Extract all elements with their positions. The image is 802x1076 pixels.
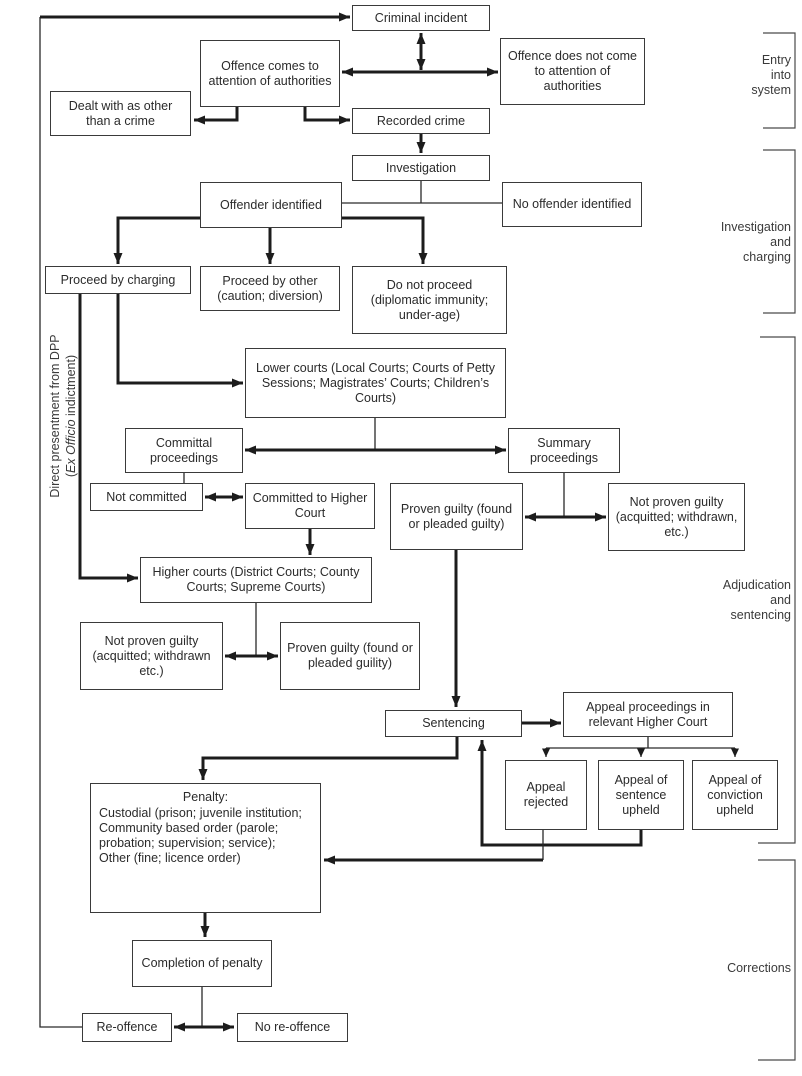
box-no-re-offence: No re-offence — [237, 1013, 348, 1042]
bracket-corrections — [758, 859, 796, 1061]
box-offender-identified: Offender identified — [200, 182, 342, 228]
box-penalty: Penalty: Custodial (prison; juvenile ins… — [90, 783, 321, 913]
box-dealt-other: Dealt with as other than a crime — [50, 91, 191, 136]
box-summary-proceedings: Summary proceedings — [508, 428, 620, 473]
penalty-title: Penalty: — [182, 790, 229, 804]
box-not-proven-summary: Not proven guilty (acquitted; withdrawn,… — [608, 483, 745, 551]
box-proceed-other: Proceed by other (caution; diversion) — [200, 266, 340, 311]
box-proceed-charging: Proceed by charging — [45, 266, 191, 294]
box-offence-no-attention: Offence does not come to attention of au… — [500, 38, 645, 105]
connector-to-proceed-charging — [113, 216, 200, 264]
section-label-entry-into-system: Entry into system — [751, 53, 791, 97]
connector-appeal-distributor — [546, 737, 735, 749]
connector-to-do-not-proceed — [342, 216, 428, 264]
box-no-offender: No offender identified — [502, 182, 642, 227]
section-label-corrections: Corrections — [727, 961, 791, 975]
section-label-adjudication-sentencing: Adjudication and sentencing — [722, 578, 791, 622]
penalty-line-other: Other (fine; licence order) — [99, 851, 241, 865]
box-offence-attention: Offence comes to attention of authoritie… — [200, 40, 340, 107]
box-appeal-proceedings: Appeal proceedings in relevant Higher Co… — [563, 692, 733, 737]
connector-reoffence-loop — [39, 17, 82, 1028]
section-label-investigation-charging: Investigation and charging — [720, 220, 791, 264]
box-investigation: Investigation — [352, 155, 490, 181]
box-not-proven-higher: Not proven guilty (acquitted; withdrawn … — [80, 622, 223, 690]
box-completion-penalty: Completion of penalty — [132, 940, 272, 987]
box-committal-proceedings: Committal proceedings — [125, 428, 243, 473]
dpp-line-2: (Ex Officio indictment) — [64, 354, 78, 478]
connector-to-dealt-other — [194, 107, 239, 125]
label-direct-presentment-dpp: Direct presentment from DPP (Ex Officio … — [47, 316, 81, 516]
dpp-line-1: Direct presentment from DPP — [48, 334, 62, 498]
box-appeal-conviction-upheld: Appeal of conviction upheld — [692, 760, 778, 830]
box-criminal-incident: Criminal incident — [352, 5, 490, 31]
box-do-not-proceed: Do not proceed (diplomatic immunity; und… — [352, 266, 507, 334]
section-brackets — [758, 32, 796, 1061]
box-recorded-crime: Recorded crime — [352, 108, 490, 134]
box-lower-courts: Lower courts (Local Courts; Courts of Pe… — [245, 348, 506, 418]
connector-investigation-split — [342, 181, 502, 204]
connector-to-recorded-crime — [303, 107, 350, 125]
box-proven-guilty-higher: Proven guilty (found or pleaded guility) — [280, 622, 420, 690]
box-proven-guilty-summary: Proven guilty (found or pleaded guilty) — [390, 483, 523, 550]
box-committed-higher: Committed to Higher Court — [245, 483, 375, 529]
connector-sentencing-penalty — [198, 737, 459, 780]
box-re-offence: Re-offence — [82, 1013, 172, 1042]
box-higher-courts: Higher courts (District Courts; County C… — [140, 557, 372, 603]
box-appeal-sentence-upheld: Appeal of sentence upheld — [598, 760, 684, 830]
box-not-committed: Not committed — [90, 483, 203, 511]
penalty-line-custodial: Custodial (prison; juvenile institution; — [99, 806, 302, 820]
box-appeal-rejected: Appeal rejected — [505, 760, 587, 830]
box-sentencing: Sentencing — [385, 710, 522, 737]
penalty-line-community: Community based order (parole; probation… — [99, 821, 279, 850]
